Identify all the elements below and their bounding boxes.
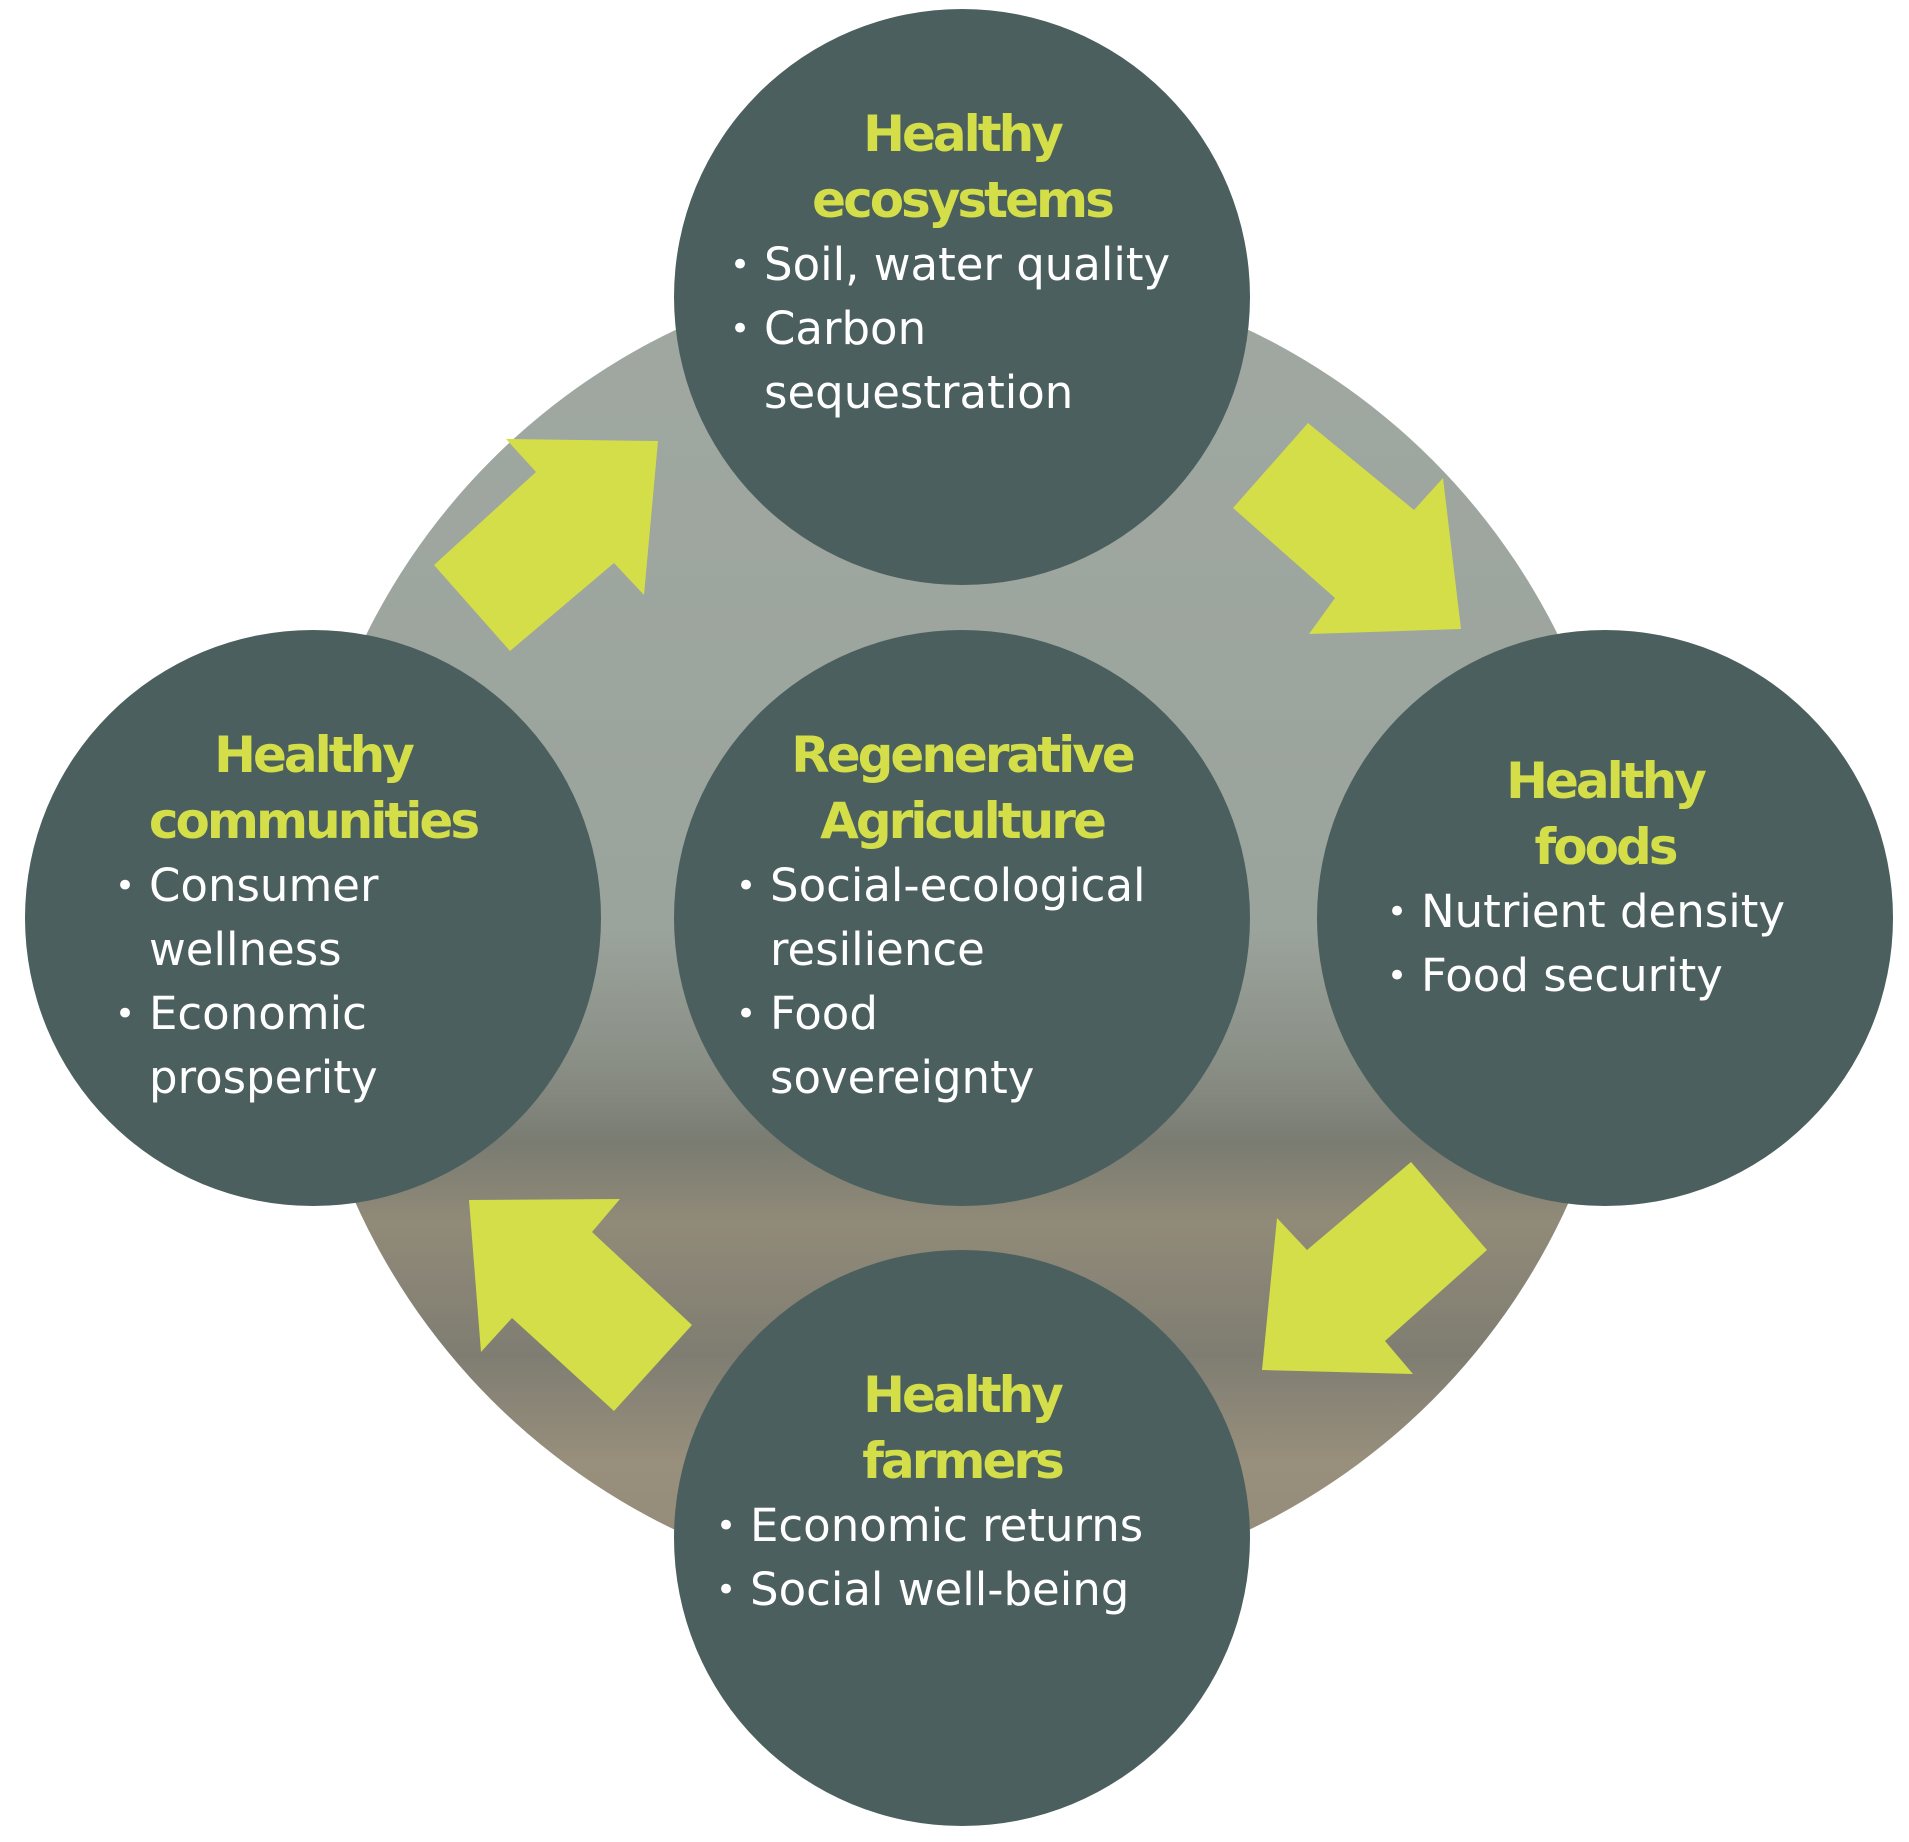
bullet-icon: •	[115, 866, 136, 906]
bullet-icon: •	[736, 866, 757, 906]
bullet-icon: •	[115, 994, 136, 1034]
bullet-icon: •	[1387, 956, 1408, 996]
bullet-item: • Social-ecological resilience	[734, 854, 1146, 982]
arrow-down-left-icon	[1262, 1162, 1487, 1374]
title-line: Regenerative	[791, 726, 1136, 784]
title-line: Healthy	[1506, 752, 1707, 810]
title-line: communities	[148, 792, 480, 850]
title-line: Agriculture	[820, 792, 1107, 850]
bullet-item: • Carbon sequestration	[728, 297, 1170, 425]
title-line: farmers	[862, 1432, 1065, 1490]
bullet-icon: •	[716, 1570, 737, 1610]
node-title: Healthy ecosystems	[812, 101, 1115, 233]
bullet-item: • Food sovereignty	[734, 982, 1146, 1110]
bullet-icon: •	[716, 1506, 737, 1546]
title-line: Healthy	[863, 1366, 1064, 1424]
bullet-icon: •	[730, 309, 751, 349]
arrow-up-right-icon	[434, 439, 658, 651]
bullet-icon: •	[730, 245, 751, 285]
title-line: Healthy	[214, 726, 415, 784]
node-regenerative-agriculture: Regenerative Agriculture • Social-ecolog…	[674, 630, 1250, 1206]
bullet-icon: •	[736, 994, 757, 1034]
node-title: Regenerative Agriculture	[791, 722, 1136, 854]
node-title: Healthy communities	[148, 722, 480, 854]
bullet-item: • Social well-being	[714, 1558, 1143, 1622]
bullet-list: • Economic returns • Social well-being	[714, 1494, 1143, 1622]
arrow-down-right-icon	[1233, 423, 1461, 634]
title-line: Healthy	[863, 105, 1064, 163]
node-healthy-ecosystems: Healthy ecosystems • Soil, water quality…	[674, 9, 1250, 585]
bullet-item: • Economic returns	[714, 1494, 1143, 1558]
bullet-list: • Nutrient density • Food security	[1385, 880, 1785, 1008]
bullet-item: • Consumer wellness	[113, 854, 378, 982]
bullet-item: • Economic prosperity	[113, 982, 378, 1110]
title-line: foods	[1534, 818, 1678, 876]
node-healthy-foods: Healthy foods • Nutrient density • Food …	[1317, 630, 1893, 1206]
bullet-list: • Soil, water quality • Carbon sequestra…	[728, 233, 1170, 425]
title-line: ecosystems	[812, 171, 1115, 229]
node-healthy-communities: Healthy communities • Consumer wellness …	[25, 630, 601, 1206]
bullet-list: • Social-ecological resilience • Food so…	[734, 854, 1146, 1110]
bullet-list: • Consumer wellness • Economic prosperit…	[113, 854, 378, 1110]
arrow-up-left-icon	[469, 1199, 692, 1411]
node-title: Healthy foods	[1506, 748, 1707, 880]
bullet-item: • Food security	[1385, 944, 1785, 1008]
bullet-item: • Soil, water quality	[728, 233, 1170, 297]
node-healthy-farmers: Healthy farmers • Economic returns • Soc…	[674, 1250, 1250, 1826]
node-title: Healthy farmers	[862, 1362, 1065, 1494]
bullet-icon: •	[1387, 892, 1408, 932]
bullet-item: • Nutrient density	[1385, 880, 1785, 944]
